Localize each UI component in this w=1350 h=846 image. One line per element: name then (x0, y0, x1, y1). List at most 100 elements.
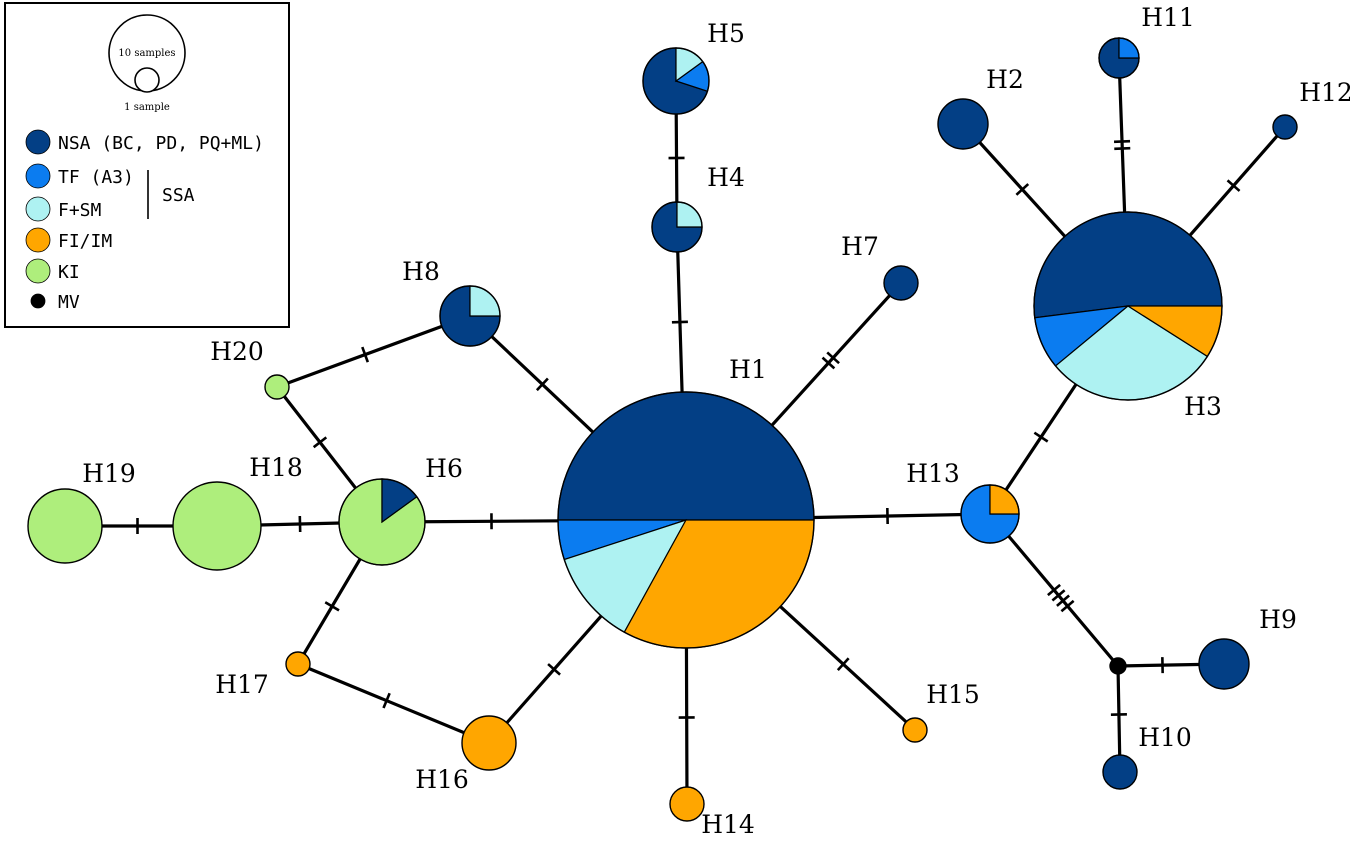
haplotype-node-h2 (937, 98, 989, 150)
label-h10: H10 (1138, 723, 1192, 752)
edge-line (296, 662, 491, 745)
haplotype-node-h12 (1272, 114, 1298, 140)
label-h6: H6 (425, 454, 463, 483)
node-outline (557, 391, 815, 649)
edges-layer (63, 56, 1287, 806)
haplotype-node-h14 (669, 786, 705, 822)
haplotype-node-h17 (285, 651, 311, 677)
haplotype-node-h5 (642, 47, 710, 115)
label-h8: H8 (402, 257, 440, 286)
node-fill-fiim (461, 715, 517, 771)
mutation-tick (1051, 589, 1066, 602)
haplotype-node-h10 (1102, 754, 1138, 790)
legend-size-big-label: 10 samples (118, 48, 175, 59)
node-fill-nsa (1102, 754, 1138, 790)
legend-size-circle-small (134, 67, 160, 93)
legend-item-label: NSA (BC, PD, PQ+ML) (58, 133, 264, 154)
pie-slice-nsa (557, 391, 815, 521)
mutation-tick (821, 356, 836, 370)
legend-swatch (25, 129, 51, 155)
label-h5: H5 (707, 19, 745, 48)
mutation-tick (324, 601, 340, 612)
mutation-tick (826, 351, 840, 365)
haplotype-node-h1 (557, 391, 815, 649)
legend-item-mv: MV (30, 292, 80, 313)
mutation-tick (361, 346, 370, 363)
label-h20: H20 (210, 337, 264, 366)
legend-item-nsa: NSA (BC, PD, PQ+ML) (25, 129, 264, 155)
edge-h17-h16 (296, 662, 491, 745)
mutation-tick (1113, 139, 1131, 144)
label-h2: H2 (986, 65, 1024, 94)
node-outline (642, 47, 710, 115)
label-h4: H4 (707, 163, 745, 192)
legend-swatch (30, 293, 46, 309)
node-outline (960, 484, 1020, 544)
haplotype-node-h19 (27, 488, 103, 564)
legend-swatch (25, 163, 51, 189)
edge-line (275, 314, 472, 389)
haplotype-node-mv1 (1109, 657, 1127, 675)
legend-swatch (25, 227, 51, 253)
mutation-tick (1033, 431, 1049, 443)
node-outline (439, 285, 501, 347)
haplotype-node-h18 (172, 481, 262, 571)
node-fill-fiim (902, 717, 928, 743)
mutation-tick (1047, 583, 1061, 597)
mutation-tick (836, 657, 850, 671)
mutation-tick (312, 436, 328, 449)
label-h17: H17 (215, 670, 269, 699)
legend-size-small-label: 1 sample (124, 102, 170, 113)
label-h12: H12 (1299, 78, 1350, 107)
node-outline (1098, 37, 1140, 79)
node-fill-fiim (669, 786, 705, 822)
legend-item-tf: TF (A3) (25, 163, 134, 189)
legend: 10 samples 1 sample NSA (BC, PD, PQ+ML) T… (4, 2, 290, 328)
label-h14: H14 (701, 810, 755, 839)
label-h3: H3 (1184, 392, 1222, 421)
label-h16: H16 (415, 765, 469, 794)
label-h9: H9 (1259, 605, 1297, 634)
node-outline (338, 478, 426, 566)
labels-layer: H1H2H3H4H5H6H7H8H9H10H11H12H13H14H15H16H… (82, 3, 1350, 839)
legend-item-label: TF (A3) (58, 167, 134, 188)
mutation-tick (1060, 599, 1075, 613)
mutation-tick (1015, 183, 1030, 196)
node-fill-ki (27, 488, 103, 564)
node-fill-nsa (1198, 638, 1250, 690)
pie-slice-nsa (1033, 211, 1223, 319)
haplotype-node-h9 (1198, 638, 1250, 690)
haplotype-node-h15 (902, 717, 928, 743)
legend-item-fsm: F+SM (25, 196, 102, 222)
legend-item-label: FI/IM (58, 231, 112, 252)
haplotype-node-h7 (883, 265, 919, 301)
label-h18: H18 (249, 453, 303, 482)
mutation-tick (1056, 594, 1070, 607)
mutation-tick (1114, 146, 1131, 151)
legend-item-label: KI (58, 262, 80, 283)
mutation-tick (547, 663, 561, 676)
legend-group-label: SSA (162, 185, 195, 206)
haplotype-node-h6 (338, 478, 426, 566)
label-h19: H19 (82, 459, 136, 488)
node-fill-nsa (883, 265, 919, 301)
node-outline (1033, 211, 1223, 401)
node-fill-fiim (285, 651, 311, 677)
legend-item-label: F+SM (58, 200, 102, 221)
haplotype-node-h11 (1098, 37, 1140, 79)
legend-item-ki: KI (25, 258, 80, 284)
haplotype-node-h20 (264, 374, 290, 400)
legend-items: NSA (BC, PD, PQ+ML) TF (A3) F+SM FI/IM KI MV (25, 129, 264, 313)
edge-h13-mv1 (988, 512, 1120, 668)
legend-item-label: MV (58, 292, 80, 313)
node-fill-nsa (1272, 114, 1298, 140)
label-h15: H15 (926, 680, 980, 709)
label-h7: H7 (841, 232, 879, 261)
label-h11: H11 (1141, 3, 1195, 32)
node-fill-mv (1109, 657, 1127, 675)
legend-swatch (25, 196, 51, 222)
node-fill-nsa (937, 98, 989, 150)
edge-h8-h20 (275, 314, 472, 389)
haplotype-node-h8 (439, 285, 501, 347)
node-fill-ki (264, 374, 290, 400)
